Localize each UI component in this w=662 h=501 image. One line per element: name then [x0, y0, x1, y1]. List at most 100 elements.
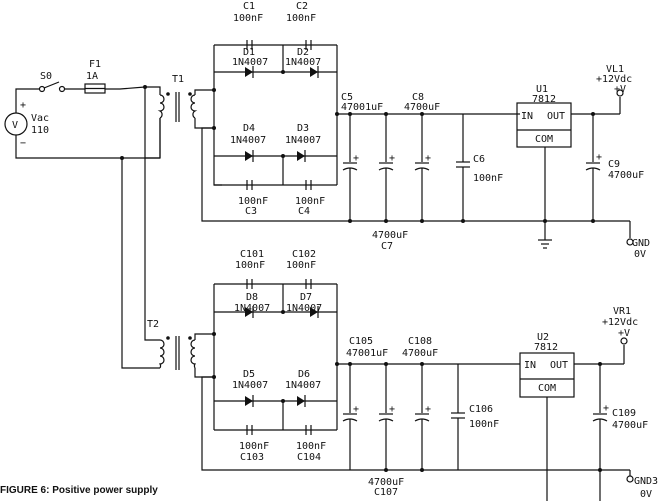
vr1-voltage: +12Vdc — [602, 317, 638, 328]
svg-text:+: + — [389, 153, 395, 164]
c6-value: 100nF — [473, 173, 503, 184]
d6-part: 1N4007 — [285, 380, 321, 391]
c4-label: C4 — [298, 206, 310, 217]
d3-label: D3 — [297, 123, 309, 134]
c103-value: 100nF — [239, 441, 269, 452]
u1-label: U1 — [536, 84, 548, 95]
c106-label: C106 — [469, 404, 493, 415]
lower-filter: + + + C105 47001uF C108 4700uF C106 100n… — [201, 336, 630, 498]
c108-value: 4700uF — [402, 348, 438, 359]
input-wiring — [15, 85, 161, 369]
c102-label: C102 — [292, 249, 316, 260]
c109-label: C109 — [612, 408, 636, 419]
u2-pin-out: OUT — [550, 360, 568, 371]
fuse-name: F1 — [89, 59, 101, 70]
c106-value: 100nF — [469, 419, 499, 430]
upper-bridge — [212, 40, 339, 190]
d6-label: D6 — [298, 369, 310, 380]
c104-label: C104 — [297, 452, 321, 463]
u1-pin-com: COM — [535, 134, 553, 145]
vl1-label: VL1 — [606, 64, 624, 75]
switch-label: S0 — [40, 71, 52, 82]
c5-label: C5 — [341, 92, 353, 103]
c108-label: C108 — [408, 336, 432, 347]
c2-value: 100nF — [286, 13, 316, 24]
svg-text:+: + — [353, 404, 359, 415]
ac-source-plus: + — [20, 100, 26, 111]
d5-label: D5 — [243, 369, 255, 380]
regulator-u1: U1 7812 IN OUT COM — [516, 84, 620, 240]
u2-pin-in: IN — [524, 360, 536, 371]
svg-text:+: + — [389, 404, 395, 415]
u2-pin-com: COM — [538, 383, 556, 394]
u1-pin-out: OUT — [547, 111, 565, 122]
fuse-f1: F1 1A — [84, 59, 106, 94]
d2-part: 1N4007 — [285, 57, 321, 68]
c9-value: 4700uF — [608, 170, 644, 181]
ac-source-name: Vac — [31, 113, 49, 124]
d2-label: D2 — [297, 47, 309, 58]
c6-label: C6 — [473, 154, 485, 165]
d7-label: D7 — [300, 292, 312, 303]
svg-text:+: + — [425, 404, 431, 415]
d4-label: D4 — [243, 123, 255, 134]
c3-label: C3 — [245, 206, 257, 217]
regulator-u2: U2 7812 IN OUT COM — [519, 332, 624, 501]
ac-source-value: 110 — [31, 125, 49, 136]
t2-label: T2 — [147, 319, 159, 330]
c5-plus: + — [353, 153, 359, 164]
c107-label: C107 — [374, 487, 398, 498]
gnd3-label: GND3 — [634, 476, 658, 487]
c5-value: 47001uF — [341, 102, 383, 113]
svg-text:+: + — [603, 403, 609, 414]
ac-source-minus: − — [20, 138, 26, 149]
c101-label: C101 — [240, 249, 264, 260]
switch-s0: S0 — [38, 71, 66, 93]
u2-label: U2 — [537, 332, 549, 343]
upper-output: + C9 4700uF VL1 +12Vdc +V GND 0V — [538, 64, 650, 260]
vl1-voltage: +12Vdc — [596, 74, 632, 85]
ac-source-symbol: V — [12, 120, 18, 131]
c8-label: C8 — [412, 92, 424, 103]
vr1-symbol: +V — [618, 328, 630, 339]
u1-pin-in: IN — [521, 111, 533, 122]
d8-part: 1N4007 — [234, 303, 270, 314]
gnd-value: 0V — [634, 249, 646, 260]
lower-output: + C109 4700uF VR1 +12Vdc +V GND3 0V — [592, 306, 658, 501]
u2-part: 7812 — [534, 342, 558, 353]
d1-label: D1 — [243, 47, 255, 58]
c4-value: 100nF — [295, 196, 325, 207]
figure-caption: FIGURE 6: Positive power supply — [0, 485, 158, 496]
d3-part: 1N4007 — [285, 135, 321, 146]
c109-value: 4700uF — [612, 420, 648, 431]
c7-label: C7 — [381, 241, 393, 252]
t1-label: T1 — [172, 74, 184, 85]
vl1-symbol: +V — [614, 84, 626, 95]
c8-value: 4700uF — [404, 102, 440, 113]
c1-label: C1 — [243, 1, 255, 12]
svg-text:+: + — [596, 152, 602, 163]
svg-text:+: + — [425, 153, 431, 164]
d5-part: 1N4007 — [232, 380, 268, 391]
c103-label: C103 — [240, 452, 264, 463]
c1-value: 100nF — [233, 13, 263, 24]
d7-part: 1N4007 — [286, 303, 322, 314]
d8-label: D8 — [246, 292, 258, 303]
c9-label: C9 — [608, 159, 620, 170]
transformer-t2: T2 — [147, 319, 214, 378]
gnd3-value: 0V — [640, 489, 652, 500]
c2-label: C2 — [296, 1, 308, 12]
c105-value: 47001uF — [346, 348, 388, 359]
lower-bridge-labels: C101 100nF C102 100nF D8 1N4007 D7 1N400… — [232, 249, 326, 463]
c3-value: 100nF — [238, 196, 268, 207]
upper-filter: + + + C5 47001uF C8 4700uF C6 100nF 470 — [201, 92, 630, 252]
c104-value: 100nF — [296, 441, 326, 452]
c7-value: 4700uF — [372, 230, 408, 241]
u1-part: 7812 — [532, 94, 556, 105]
transformer-t1: T1 — [157, 74, 214, 158]
d1-part: 1N4007 — [232, 57, 268, 68]
d4-part: 1N4007 — [230, 135, 266, 146]
ac-source: V + − Vac 110 — [4, 100, 49, 149]
fuse-value: 1A — [86, 71, 98, 82]
